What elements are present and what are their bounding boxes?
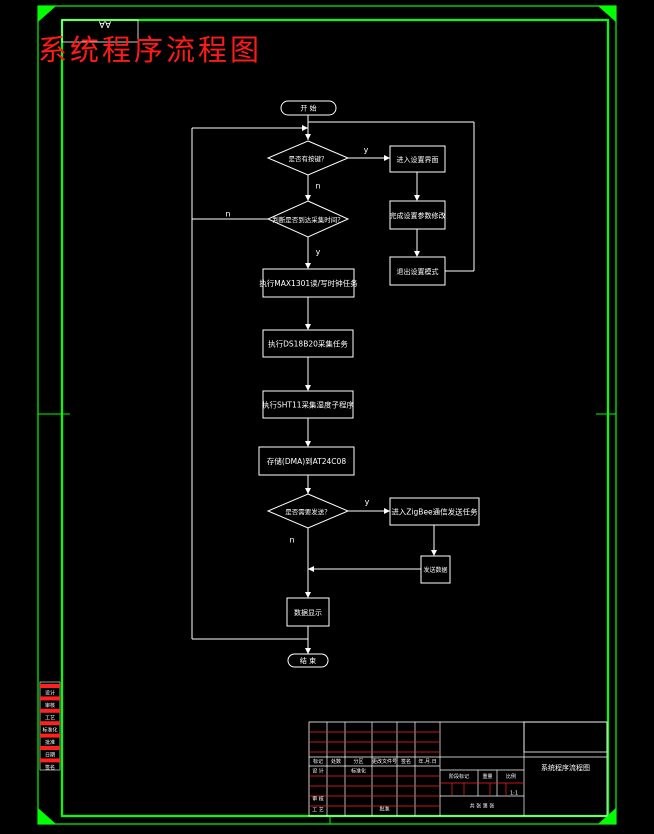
arrow-head xyxy=(305,648,311,654)
step-store-task-label: 存储(DMA)到AT24C08 xyxy=(267,456,346,466)
step-save-params-label: 退出设置模式 xyxy=(397,267,439,276)
strip-frame xyxy=(39,681,61,771)
decision-key-label: 是否有按键？ xyxy=(289,154,328,163)
strip-label: 签名 xyxy=(45,764,55,771)
arrow-head xyxy=(305,592,311,598)
strip-label: 设计 xyxy=(45,690,55,697)
revision-header: 更改文件号 xyxy=(372,758,397,765)
revision-header: 年.月.日 xyxy=(418,758,436,765)
arrow-head xyxy=(384,155,390,161)
step-clock-task-label: 执行MAX1301读/写时钟任务 xyxy=(259,278,358,288)
label-zigbee-yes: y xyxy=(365,498,370,507)
drawing-title: 系统程序流程图 xyxy=(38,33,263,67)
start-terminal-label: 开 始 xyxy=(300,104,316,113)
arrow-head xyxy=(305,134,311,140)
corner-tag-box xyxy=(61,19,139,43)
strip-red-bar xyxy=(40,746,60,750)
stage-mark-label: 阶段标记 xyxy=(449,773,469,780)
check-row-label: 审 核 xyxy=(312,796,324,803)
scale-value: 1:1 xyxy=(510,791,518,797)
corner-mark-tr xyxy=(598,6,616,22)
arrow-head xyxy=(431,550,437,556)
revision-header: 签名 xyxy=(401,758,411,765)
label-key-yes: y xyxy=(364,146,369,155)
arrow-head xyxy=(414,195,420,201)
strip-label: 工艺 xyxy=(45,715,55,721)
step-store-task xyxy=(258,446,355,476)
arrow-head xyxy=(305,385,311,391)
drawing-name-cell: 系统程序流程图 xyxy=(541,763,590,772)
label-zigbee-no: n xyxy=(289,536,294,545)
arrow-head xyxy=(384,508,390,514)
strip-red-bar xyxy=(40,758,60,763)
strip-red-bar xyxy=(40,733,60,738)
arrow-head xyxy=(302,125,308,131)
strip-label: 批准 xyxy=(45,739,55,746)
label-key-no: n xyxy=(315,182,320,191)
arrow-head xyxy=(308,566,314,572)
approve-label: 批准 xyxy=(379,806,389,813)
step-send-data-label: 发送数据 xyxy=(423,566,447,574)
strip-label: 日期 xyxy=(45,753,55,759)
design-row-cell: 设 计 xyxy=(312,768,324,775)
arrow-head xyxy=(305,441,311,447)
step-sht11-task-label: 执行SHT11采集湿度子程序 xyxy=(262,400,355,410)
corner-mark-tl xyxy=(38,6,56,22)
end-terminal-label: 结 束 xyxy=(300,656,316,665)
outer-frame xyxy=(37,5,617,825)
revision-header: 分区 xyxy=(353,758,363,765)
corner-mark-bl xyxy=(38,808,56,824)
title-block: 标记 处数 分区 更改文件号签名年.月.日设 计 标准化审 核工 艺 批准 阶段标记 重量 比例… xyxy=(308,721,608,817)
arrow-head xyxy=(305,195,311,201)
strip-label: 审核 xyxy=(45,702,55,709)
company-cell xyxy=(523,721,608,753)
label-signal-yes: y xyxy=(316,248,321,257)
revision-header: 处数 xyxy=(331,758,341,765)
step-zigbee-send-label: 进入ZigBee通信发送任务 xyxy=(391,507,478,517)
arrow-head xyxy=(414,251,420,257)
strip-red-bar xyxy=(40,696,60,701)
step-display-label: 数据显示 xyxy=(294,608,322,617)
decision-signal-label: 判断是否到达采集时间？ xyxy=(272,215,344,224)
strip-red-bar xyxy=(40,684,60,688)
revision-header: 标记 xyxy=(313,758,323,765)
design-row-cell: 标准化 xyxy=(351,768,366,775)
strip-red-bar xyxy=(40,721,60,726)
arrow-head xyxy=(305,324,311,330)
title-block-frame xyxy=(308,721,608,817)
scale-label: 比例 xyxy=(506,773,516,780)
step-ds18b20-task-label: 执行DS18B20采集任务 xyxy=(268,339,348,349)
arrow-head xyxy=(305,263,311,269)
strip-label: 标准化 xyxy=(42,727,57,734)
sheet-info: 共 张 第 张 xyxy=(470,803,495,810)
arrow-head xyxy=(305,488,311,494)
weight-label: 重量 xyxy=(482,773,492,780)
process-row-label: 工 艺 xyxy=(312,808,324,814)
step-modify-params-label: 完成设置参数修改 xyxy=(390,211,446,220)
step-settings-page-label: 进入设置界面 xyxy=(397,155,439,164)
corner-tag: ∀∀ xyxy=(98,21,112,31)
decision-zigbee-label: 是否需要发送？ xyxy=(285,507,331,516)
label-signal-no: n xyxy=(225,210,230,219)
strip-red-bar xyxy=(40,708,60,713)
end-terminal xyxy=(287,653,329,668)
